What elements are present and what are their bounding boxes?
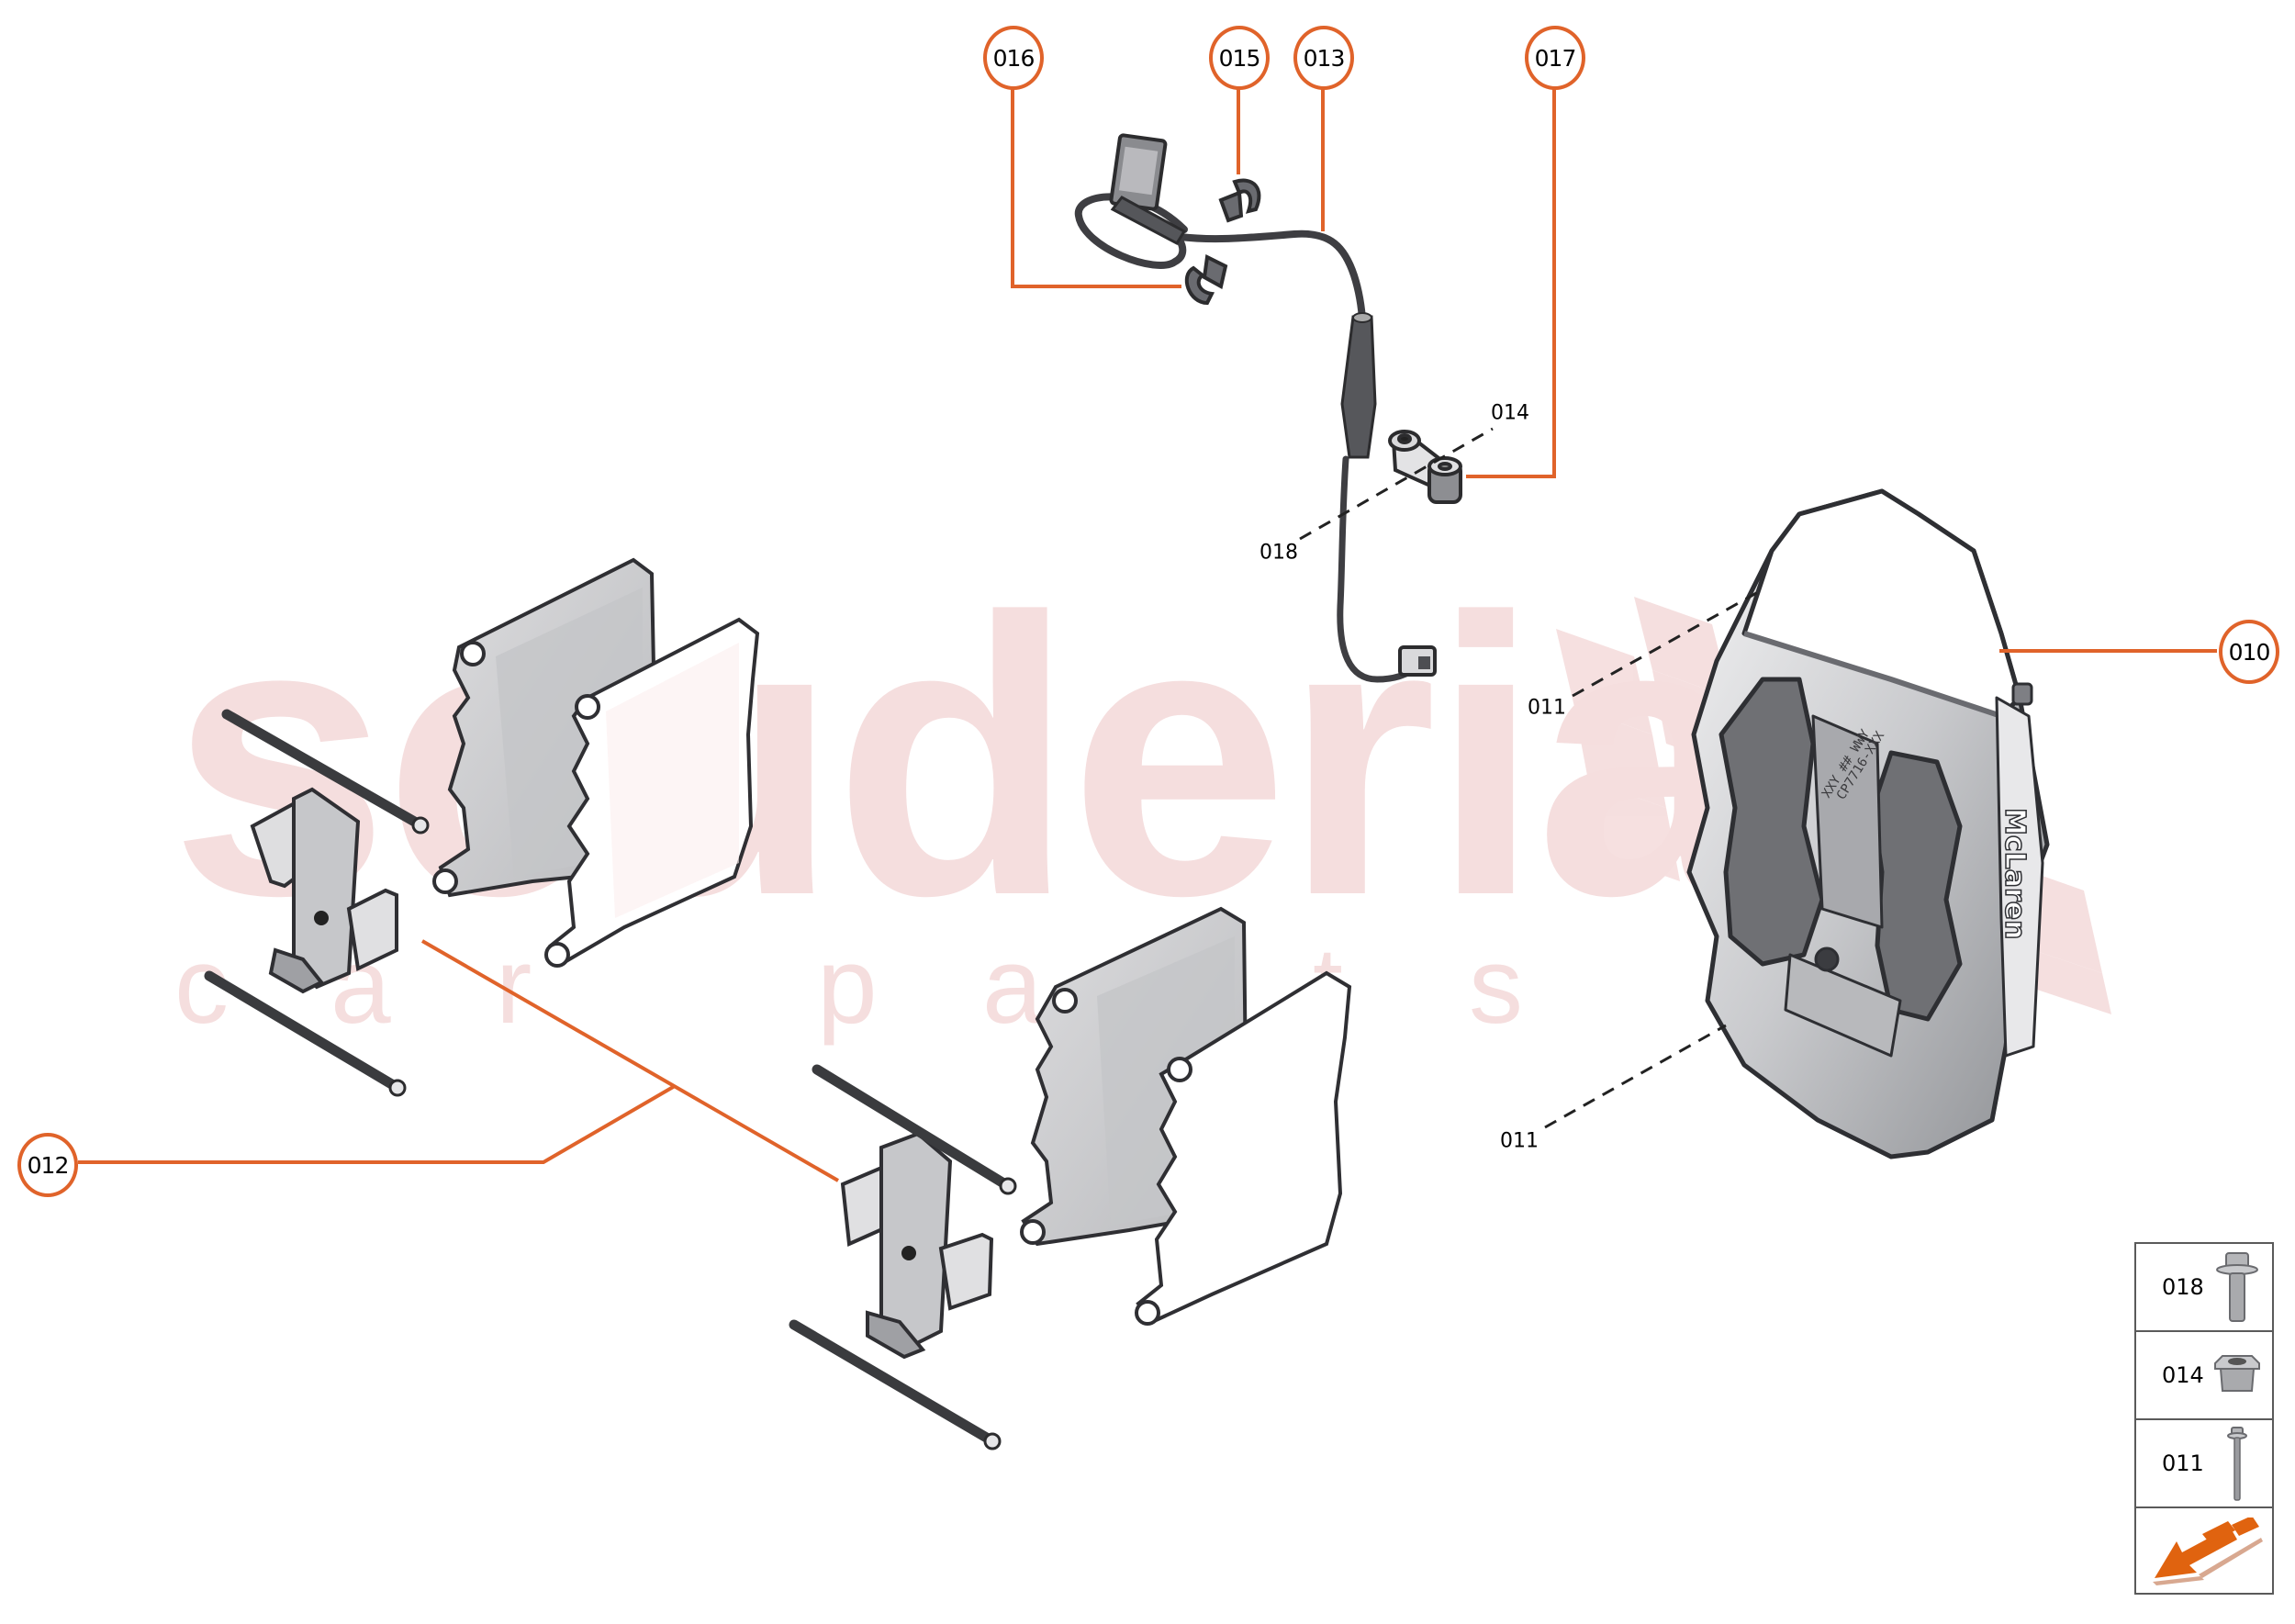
leader-012 [78, 1084, 677, 1164]
callout-013[interactable]: 013 [1293, 26, 1354, 90]
clip-016[interactable] [1184, 253, 1228, 306]
brake-pad-outer-a[interactable] [544, 617, 760, 968]
fastener-legend: 018 014 011 [2134, 1242, 2274, 1595]
legend-label: 014 [2162, 1362, 2204, 1388]
legend-row-011[interactable]: 011 [2136, 1420, 2272, 1508]
watermark-letter: a [982, 925, 1043, 1047]
dash-011-upper [1572, 590, 1759, 698]
legend-label: 011 [2162, 1450, 2204, 1476]
brake-pad-outer-b[interactable] [1135, 970, 1352, 1326]
sensor-tip [1398, 645, 1437, 677]
dash-018-014 [1299, 427, 1494, 541]
sensor-connector [1109, 133, 1187, 245]
leader-017 [1466, 88, 1556, 478]
pin-b-upper[interactable] [812, 1064, 1017, 1195]
callout-015[interactable]: 015 [1209, 26, 1270, 90]
front-direction-arrow-icon [2153, 1518, 2263, 1585]
brake-caliper-010[interactable] [1686, 488, 2050, 1159]
anti-rattle-spring-a[interactable] [250, 787, 398, 994]
label-011-lower[interactable]: 011 [1500, 1129, 1539, 1153]
leader-lines [78, 88, 2217, 1182]
dash-011-lower [1544, 1024, 1727, 1129]
pin-b-lower[interactable] [789, 1319, 1002, 1450]
long-bolt-icon [2227, 1427, 2247, 1501]
sensor-grommet [1340, 312, 1377, 459]
legend-row-018[interactable]: 018 [2136, 1244, 2272, 1332]
watermark-scuderia: scuderia [170, 537, 1755, 978]
nut-014[interactable] [1427, 456, 1462, 504]
callout-017[interactable]: 017 [1525, 26, 1585, 90]
leader-012-diagonal [421, 939, 839, 1182]
label-011-upper[interactable]: 011 [1528, 696, 1566, 720]
pin-a-lower[interactable] [204, 970, 407, 1097]
label-014[interactable]: 014 [1491, 401, 1529, 425]
pin-a-upper[interactable] [221, 709, 430, 834]
legend-label: 018 [2162, 1274, 2204, 1300]
callout-016[interactable]: 016 [983, 26, 1044, 90]
callout-010[interactable]: 010 [2219, 620, 2279, 684]
anti-rattle-spring-b[interactable] [840, 1131, 994, 1360]
legend-row-direction [2136, 1508, 2272, 1595]
flange-nut-icon [2214, 1355, 2260, 1392]
leader-016 [1011, 88, 1181, 288]
clip-015[interactable] [1218, 178, 1261, 223]
callout-012[interactable]: 012 [17, 1133, 78, 1197]
watermark-letter: p [817, 925, 878, 1047]
legend-row-014[interactable]: 014 [2136, 1332, 2272, 1420]
flange-bolt-icon [2216, 1252, 2258, 1322]
label-018[interactable]: 018 [1259, 541, 1298, 565]
caliper-brand-logo: McLaren [1998, 808, 2031, 940]
dashed-reference-lines [1299, 427, 1759, 1129]
watermark-letter: s [1469, 925, 1523, 1047]
